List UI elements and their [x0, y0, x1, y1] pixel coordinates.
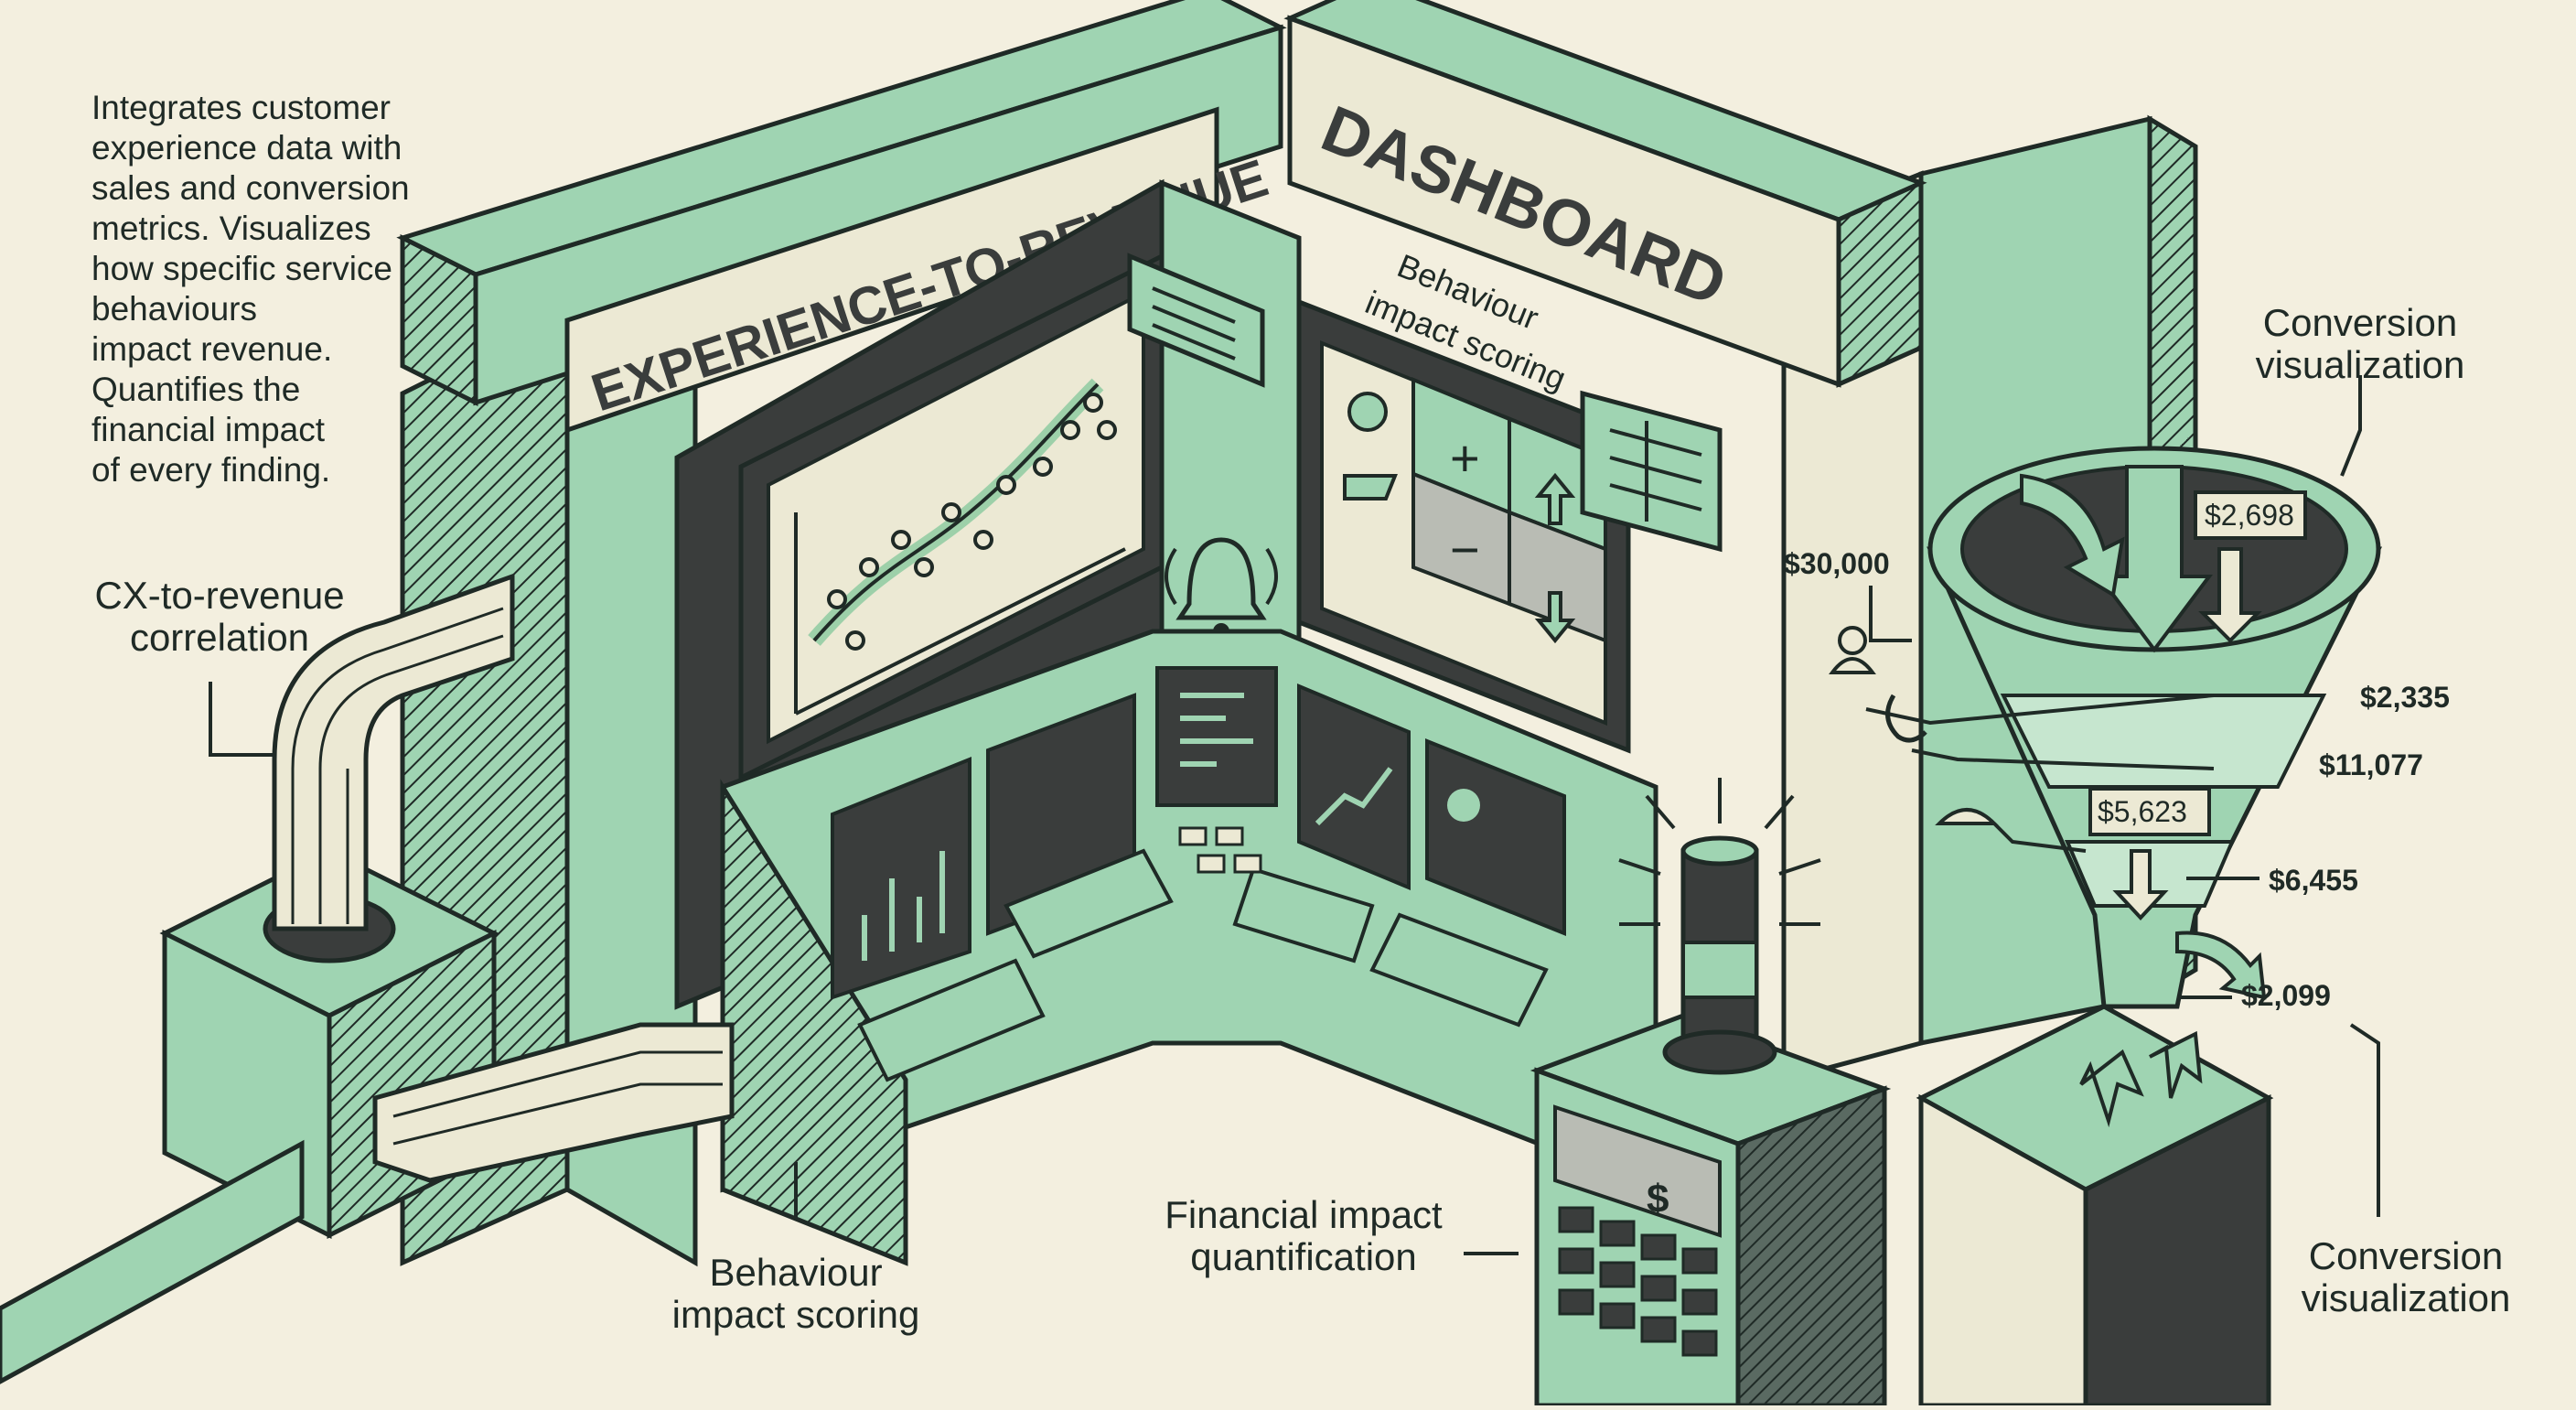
funnel-drop-arrow-left-icon — [2079, 1049, 2144, 1128]
behaviour-scoring-screen: + − Behaviour impact scoring — [1296, 246, 1631, 754]
line-chart-icon — [1315, 767, 1393, 826]
handshake-icon — [1885, 694, 1927, 743]
trend-line — [812, 382, 1100, 642]
callout-line: quantification — [1190, 1235, 1417, 1278]
funnel-top-value: $2,698 — [2205, 499, 2294, 532]
intro-line: Quantifies the — [91, 371, 301, 408]
customer-icons — [1829, 626, 1999, 825]
chart-axis-x — [795, 547, 1126, 716]
intro-line: of every finding. — [91, 451, 331, 489]
callout-conversion-bottom: Conversion visualization — [2259, 1235, 2552, 1319]
funnel-value-30000: $30,000 — [1784, 547, 1890, 580]
calculator-dollar-icon: $ — [1647, 1177, 1669, 1222]
scatter-points — [827, 393, 1117, 651]
intro-line: impact revenue. — [91, 330, 333, 368]
intro-description: Integrates customer experience data with… — [91, 88, 421, 490]
pie-chart-icon — [1447, 789, 1480, 822]
chat-bubble-icon — [1343, 474, 1398, 500]
intro-line: Integrates customer — [91, 89, 391, 126]
conversion-funnel: $2,698 $5,623 — [1916, 446, 2383, 1408]
callout-line: impact scoring — [671, 1293, 920, 1336]
callout-line: Conversion — [2308, 1234, 2504, 1277]
score-cell-down — [1508, 510, 1607, 643]
arrow-down-icon — [1534, 591, 1576, 644]
floating-note-left — [1127, 253, 1265, 388]
sign-beam-right: DASHBOARD — [1283, 0, 1927, 388]
leader-lines — [209, 375, 2380, 1255]
funnel-curve-arrow-icon — [2020, 473, 2125, 598]
intro-line: experience data with — [91, 129, 402, 167]
monitor-code — [1155, 666, 1278, 807]
keyboard-right — [1369, 912, 1549, 1028]
callout-financial-quantification: Financial impact quantification — [1148, 1194, 1459, 1278]
calculator-display — [1553, 1104, 1722, 1238]
funnel-mid-arrow-icon — [2112, 849, 2169, 920]
funnel-out-arrow-icon — [2175, 931, 2267, 1000]
intro-line: behaviours — [91, 290, 258, 328]
data-pipe — [0, 573, 735, 1384]
funnel-top-value-box — [2194, 490, 2307, 540]
user-icon — [1347, 392, 1388, 432]
callout-line: Financial impact — [1165, 1193, 1443, 1236]
intro-line: how specific service — [91, 250, 393, 287]
minus-icon: − — [1450, 521, 1480, 578]
funnel-value-11077: $11,077 — [2319, 748, 2423, 781]
callout-line: Behaviour — [709, 1251, 883, 1294]
callout-line: visualization — [2255, 343, 2465, 386]
callout-line: correlation — [129, 616, 310, 659]
intro-line: metrics. Visualizes — [91, 210, 371, 247]
funnel-value-2099: $2,099 — [2241, 979, 2331, 1012]
keyboard-center-right — [1232, 866, 1375, 963]
calculator-keys — [1558, 1206, 1718, 1357]
signal-light-icon — [1618, 778, 1821, 1075]
funnel-down-arrow-icon — [2096, 465, 2213, 653]
funnel-drop-arrow-right-icon — [2149, 1030, 2203, 1099]
calculator-block: $ — [1530, 1013, 1892, 1408]
callout-cx-correlation: CX-to-revenue correlation — [73, 575, 366, 659]
correlation-screen — [738, 252, 1165, 782]
funnel-mid-value-box — [2088, 787, 2211, 836]
callout-conversion-top: Conversion visualization — [2214, 302, 2506, 386]
floating-table-icon — [1580, 390, 1723, 553]
funnel-value-6455: $6,455 — [2269, 864, 2358, 897]
callout-line: visualization — [2301, 1276, 2511, 1319]
customer-icon — [1838, 626, 1867, 655]
chart-slice-icon — [1935, 808, 1999, 825]
plus-icon: + — [1450, 429, 1480, 487]
intro-line: financial impact — [91, 411, 326, 448]
funnel-mid-value: $5,623 — [2098, 795, 2187, 828]
alert-bell-icon — [1165, 537, 1278, 640]
control-console — [720, 629, 1658, 1266]
arrow-up-icon — [1534, 472, 1576, 525]
funnel-small-arrow-icon — [2198, 547, 2262, 643]
keyboard-left — [857, 958, 1046, 1082]
funnel-value-2335: $2,335 — [2360, 681, 2450, 714]
monitor-line-chart — [1297, 683, 1411, 890]
callout-line: Conversion — [2262, 301, 2458, 344]
keyboard-center-left — [1004, 848, 1174, 959]
intro-line: sales and conversion — [91, 169, 410, 207]
callout-behaviour-scoring: Behaviour impact scoring — [668, 1252, 924, 1336]
callout-line: CX-to-revenue — [94, 574, 345, 617]
